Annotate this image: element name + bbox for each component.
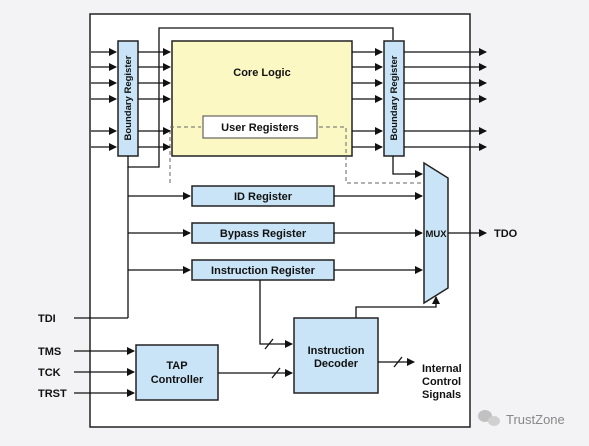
tdo-label: TDO	[494, 228, 518, 240]
tap-to-decoder-arrow	[218, 367, 293, 379]
decoder-output-arrow	[378, 356, 415, 368]
tdi-bus	[74, 167, 191, 319]
boundary-register-right-label: Boundary Register	[389, 55, 400, 140]
wechat-icon	[478, 410, 500, 426]
tap-controller-label-line1: TAP	[166, 360, 187, 372]
mux-label: MUX	[425, 229, 447, 240]
user-registers-label: User Registers	[221, 122, 299, 134]
core-logic-label: Core Logic	[233, 67, 290, 79]
core-to-right-arrows	[352, 48, 383, 151]
watermark: TrustZone	[478, 410, 565, 427]
instruction-register-label: Instruction Register	[211, 265, 316, 277]
control-pin-arrows	[74, 347, 135, 397]
left-to-core-arrows	[138, 48, 171, 151]
internal-signals-label-line3: Signals	[422, 389, 461, 401]
mux-block	[423, 161, 449, 305]
core-logic-block	[171, 40, 353, 157]
bypass-register-label: Bypass Register	[220, 228, 307, 240]
input-pin-arrows	[91, 48, 117, 151]
instruction-decoder-label-line1: Instruction	[308, 345, 365, 357]
registers-to-mux-arrows	[334, 192, 423, 274]
trst-label: TRST	[38, 388, 67, 400]
instruction-decoder-label-line2: Decoder	[314, 358, 359, 370]
output-pin-arrows	[404, 48, 487, 151]
tap-controller-label-line2: Controller	[151, 374, 204, 386]
boundary-register-left-label: Boundary Register	[123, 55, 134, 140]
tdi-label: TDI	[38, 313, 56, 325]
ir-to-decoder-path	[259, 280, 293, 350]
instruction-decoder-box	[293, 317, 379, 394]
tck-label: TCK	[38, 367, 61, 379]
user-registers-box	[202, 115, 318, 139]
scan-chain-path	[127, 27, 423, 178]
watermark-text: TrustZone	[506, 412, 565, 427]
internal-signals-label-line2: Control	[422, 376, 461, 388]
decoder-to-mux-path	[355, 296, 440, 318]
tap-controller-box	[135, 344, 219, 401]
internal-signals-label-line1: Internal	[422, 363, 462, 375]
id-register-label: ID Register	[234, 191, 293, 203]
tms-label: TMS	[38, 346, 61, 358]
